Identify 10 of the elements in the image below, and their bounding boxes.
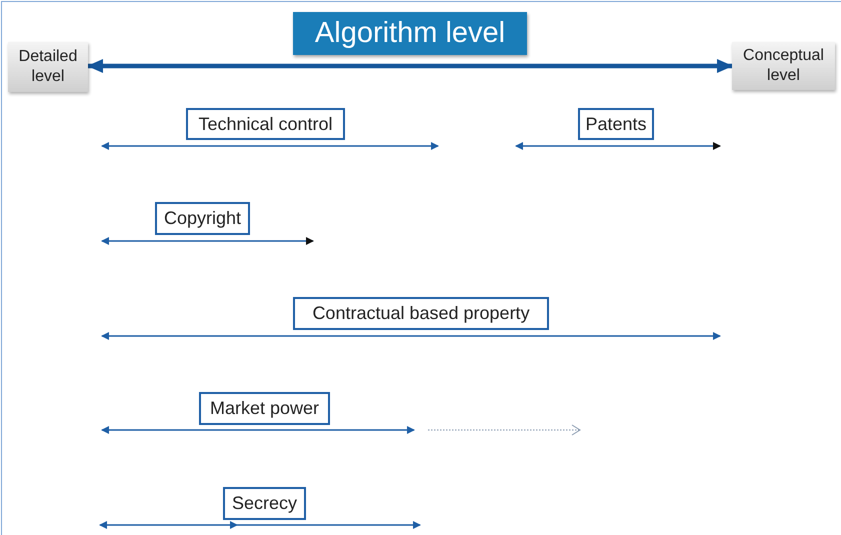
label-box: Patents [578,108,654,140]
title-banner: Algorithm level [293,12,527,55]
label-box: Copyright [155,202,250,235]
label-box: Contractual based property [293,297,549,330]
scale-end-box: Detailed level [8,42,88,92]
scale-arrow [87,59,733,73]
label-box: Secrecy [223,487,306,520]
label-box: Technical control [186,108,345,140]
label-box: Market power [199,392,330,425]
scale-end-box: Conceptual level [732,42,835,90]
